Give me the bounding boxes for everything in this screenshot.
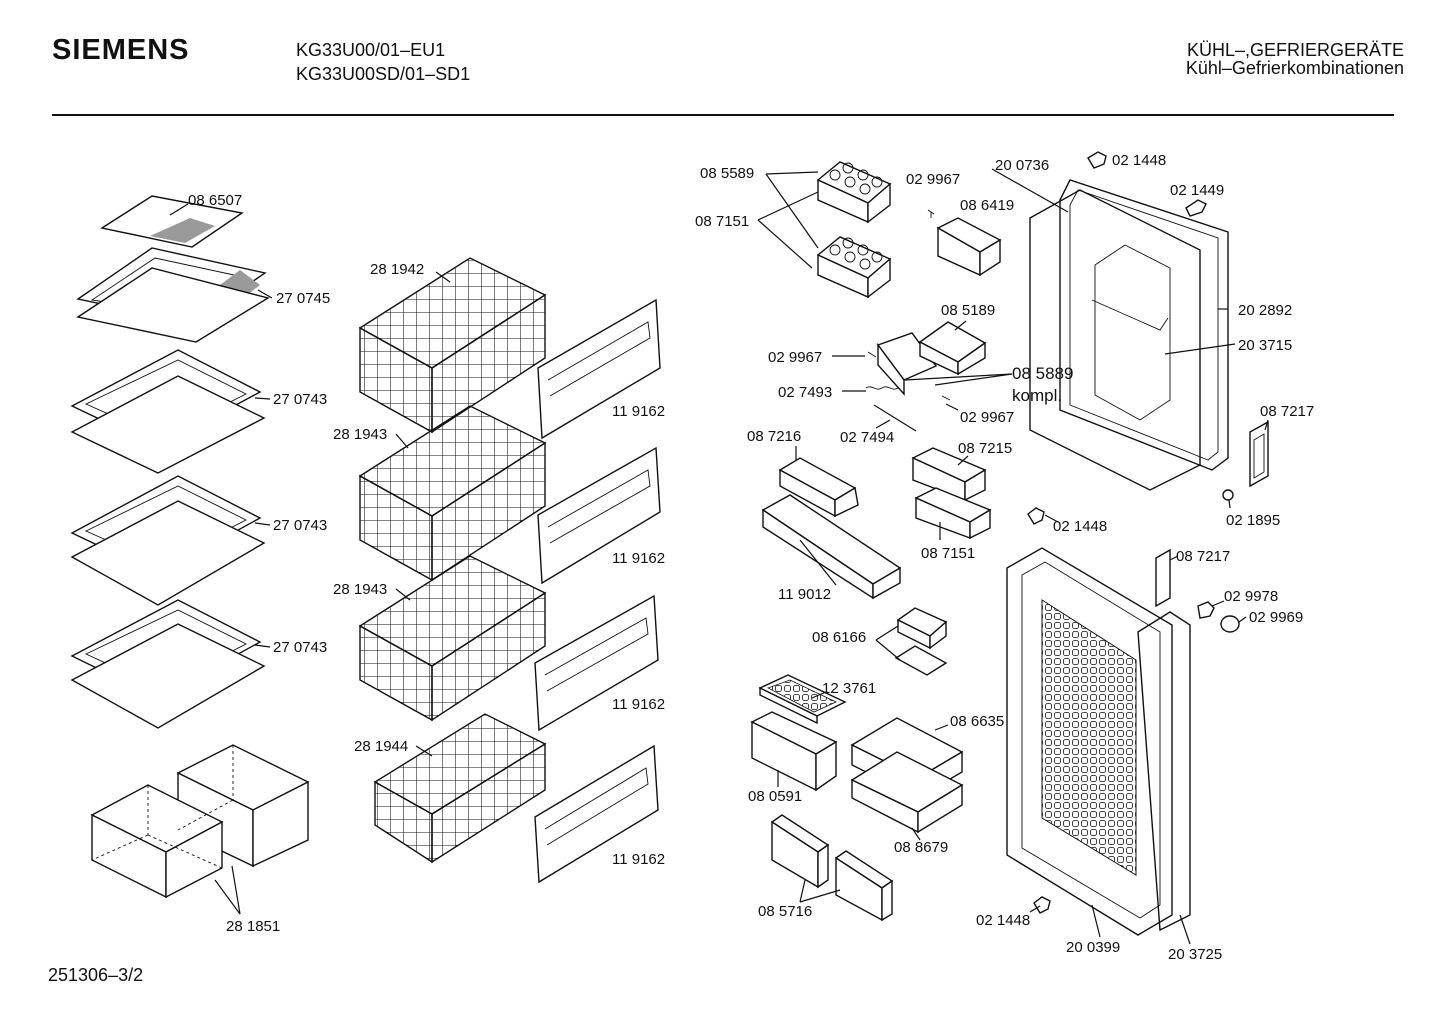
label-021448-b: 02 1448: [1053, 518, 1107, 535]
label-085589: 08 5589: [700, 165, 754, 182]
label-203725: 20 3725: [1168, 946, 1222, 963]
label-021895: 02 1895: [1226, 512, 1280, 529]
hinge-bushes: [1027, 151, 1240, 914]
wire-basket-4: [373, 713, 547, 864]
label-087151-a: 08 7151: [695, 213, 749, 230]
butter-compartment: [927, 209, 1002, 277]
egg-tray-lower: [816, 236, 892, 299]
label-027493: 02 7493: [778, 384, 832, 401]
label-021448-c: 02 1448: [976, 912, 1030, 929]
door-bins-right: [911, 447, 992, 540]
glass-shelf-split: [76, 247, 270, 343]
glass-shelf-2: [70, 475, 266, 606]
brand-logo: SIEMENS: [52, 34, 190, 66]
label-029967-a: 02 9967: [906, 171, 960, 188]
wire-basket-2: [358, 405, 547, 582]
egg-tray-upper: [816, 161, 892, 224]
model-number-1: KG33U00/01–EU1: [296, 40, 446, 60]
label-029969: 02 9969: [1249, 609, 1303, 626]
label-080591: 08 0591: [748, 788, 802, 805]
door-bin-long: [761, 494, 902, 600]
drawing-number: 251306–3/2: [48, 965, 144, 985]
label-119162-c: 11 9162: [612, 696, 665, 713]
label-087216: 08 7216: [747, 428, 801, 445]
label-086507: 08 6507: [188, 192, 242, 209]
label-119162-b: 11 9162: [612, 550, 665, 567]
label-200736: 20 0736: [995, 157, 1049, 174]
label-087151-b: 08 7151: [921, 545, 975, 562]
label-086166: 08 6166: [812, 629, 866, 646]
freezer-door: [1006, 547, 1191, 936]
label-119162-a: 11 9162: [612, 403, 665, 420]
label-085716: 08 5716: [758, 903, 812, 920]
label-119162-d: 11 9162: [612, 851, 665, 868]
basket-front-1: [537, 298, 661, 440]
label-202892: 20 2892: [1238, 302, 1292, 319]
label-270743-c: 27 0743: [273, 639, 327, 656]
header-divider: [52, 114, 1394, 116]
label-029967-b: 02 9967: [768, 349, 822, 366]
door-bin-upper: [778, 457, 859, 518]
label-088679: 08 8679: [894, 839, 948, 856]
category-title: KÜHL–,GEFRIERGERÄTE: [1186, 40, 1404, 60]
basket-front-4: [534, 744, 659, 884]
label-200399: 20 0399: [1066, 939, 1120, 956]
glass-shelf-1: [70, 349, 266, 474]
label-085189: 08 5189: [941, 302, 995, 319]
model-number-2: KG33U00SD/01–SD1: [296, 64, 471, 84]
label-203715: 20 3715: [1238, 337, 1292, 354]
label-029967-c: 02 9967: [960, 409, 1014, 426]
freezer-trays: [850, 717, 964, 834]
label-281851: 28 1851: [226, 918, 280, 935]
small-box-and-lid: [894, 607, 948, 676]
label-kompl: kompl.: [1012, 386, 1062, 405]
wire-basket-1: [358, 257, 547, 434]
label-086635: 08 6635: [950, 713, 1004, 730]
label-027494: 02 7494: [840, 429, 894, 446]
label-021449: 02 1449: [1170, 182, 1224, 199]
fridge-door-gasket: [1059, 179, 1229, 471]
label-087215: 08 7215: [958, 440, 1012, 457]
basket-front-2: [537, 446, 661, 585]
wire-basket-3: [358, 555, 547, 722]
dairy-compartment-assembly: [865, 321, 987, 432]
label-087217-b: 08 7217: [1176, 548, 1230, 565]
label-021448-a: 02 1448: [1112, 152, 1166, 169]
leader-lines: [169, 168, 1269, 945]
label-270745: 27 0745: [276, 290, 330, 307]
label-029978: 02 9978: [1224, 588, 1278, 605]
label-085889: 08 5889: [1012, 364, 1073, 383]
category-subtitle: Kühl–Gefrierkombinationen: [1185, 58, 1404, 78]
label-270743-b: 27 0743: [273, 517, 327, 534]
label-281943-b: 28 1943: [333, 581, 387, 598]
label-119012: 11 9012: [778, 586, 831, 603]
label-281943-a: 28 1943: [333, 426, 387, 443]
fridge-door-inner-liner: [1029, 189, 1201, 491]
label-281944: 28 1944: [354, 738, 408, 755]
label-281942: 28 1942: [370, 261, 424, 278]
door-handle-lower: [1155, 548, 1171, 608]
glass-shelf-cover: [100, 195, 244, 248]
glass-shelf-3: [70, 599, 266, 729]
label-123761: 12 3761: [822, 680, 876, 697]
label-086419: 08 6419: [960, 197, 1014, 214]
vegetable-crisper-drawers: [90, 744, 310, 899]
door-handle-upper: [1249, 420, 1269, 488]
label-087217-a: 08 7217: [1260, 403, 1314, 420]
ice-cube-tray: [758, 674, 847, 725]
ice-box: [750, 711, 838, 792]
basket-front-3: [534, 594, 659, 732]
label-270743-a: 27 0743: [273, 391, 327, 408]
cold-accumulators: [770, 814, 894, 922]
